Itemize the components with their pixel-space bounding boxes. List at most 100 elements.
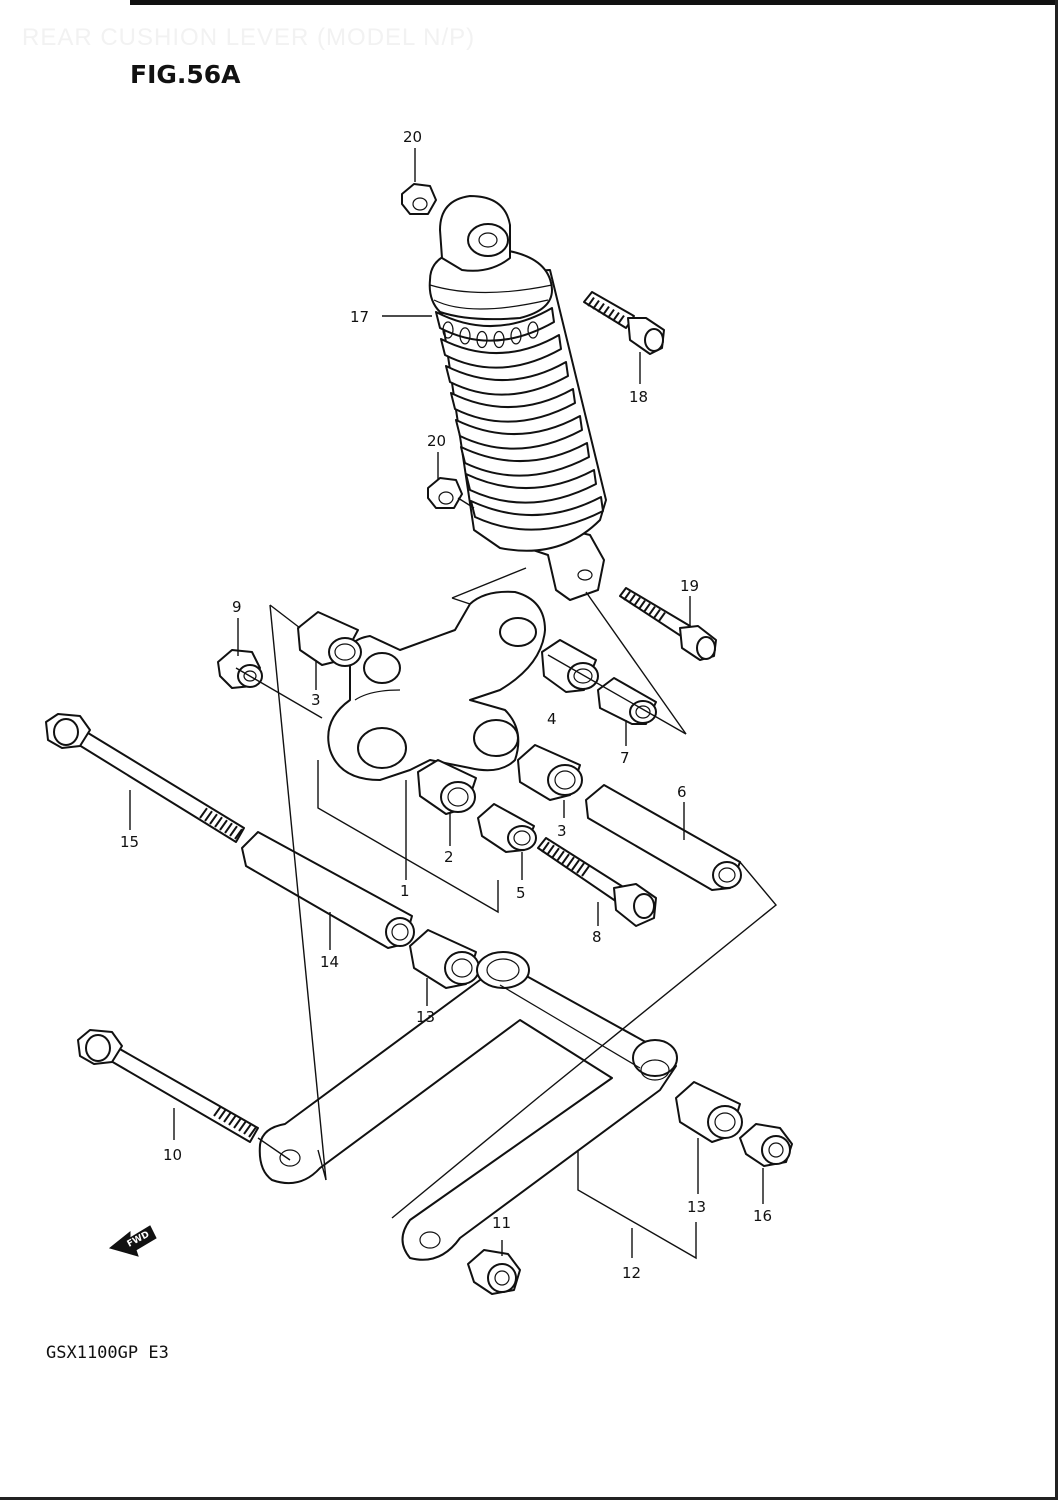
callout-3-right: 3 [557, 822, 567, 840]
callout-19: 19 [680, 577, 699, 595]
frame-bottom-border [0, 1497, 1058, 1500]
spacer-5 [477, 803, 537, 853]
cushion-rod-12 [258, 951, 678, 1261]
bolt-thread [243, 1123, 252, 1135]
frame-top-border [130, 0, 1058, 5]
needle-bearing-2 [417, 759, 477, 815]
bolt-thread [199, 807, 208, 819]
assembly-guide-lines [235, 497, 777, 1219]
bolt-thread [248, 1126, 257, 1138]
spring-coil [460, 442, 590, 477]
faded-section-title: REAR CUSHION LEVER (MODEL N/P) [22, 24, 476, 51]
nut-11 [467, 1249, 521, 1295]
bolt-thread [556, 850, 565, 862]
callout-12: 12 [622, 1264, 641, 1282]
spring-coil [440, 334, 562, 369]
callout-13-left: 13 [416, 1008, 435, 1026]
bolt-thread [633, 597, 641, 607]
bolt-thread [223, 1111, 232, 1123]
callout-4: 4 [547, 710, 557, 728]
spring-coil [465, 469, 597, 504]
bolt-thread [566, 856, 575, 868]
bolt-thread [643, 603, 651, 613]
bolt-thread [214, 816, 223, 828]
seat-hole [442, 321, 454, 339]
callout-15: 15 [120, 833, 139, 851]
callout-8: 8 [592, 928, 602, 946]
bolt-thread [218, 1108, 227, 1120]
needle-bearing-3-top [297, 611, 362, 667]
needle-bearing-13-left [409, 929, 480, 989]
callout-20-middle: 20 [427, 432, 446, 450]
bolt-thread [597, 303, 605, 313]
bolt-thread [653, 609, 661, 619]
bolt-thread [592, 300, 600, 310]
bolt-thread [229, 825, 238, 837]
callout-3-top: 3 [311, 691, 321, 709]
callout-11: 11 [492, 1214, 511, 1232]
bolt-thread [638, 600, 646, 610]
fwd-arrow-icon: FWD [108, 1225, 157, 1257]
callout-2: 2 [444, 848, 454, 866]
bolt-thread [213, 1105, 222, 1117]
nut-20-top [401, 183, 437, 215]
callout-leaders [129, 148, 764, 1256]
nut-9 [217, 649, 263, 689]
spring-coil [470, 496, 604, 531]
callout-6: 6 [677, 783, 687, 801]
bolt-thread [581, 865, 590, 877]
bolt-thread [209, 813, 218, 825]
needle-bearing-3-right [517, 744, 583, 801]
bolt-8 [537, 837, 657, 927]
bolt-10 [77, 1029, 259, 1143]
bolt-thread [602, 306, 610, 316]
callout-1: 1 [400, 882, 410, 900]
seat-hole [476, 330, 488, 349]
bolt-thread [576, 862, 585, 874]
bolt-19 [619, 587, 717, 661]
bolt-thread [628, 594, 636, 604]
bolt-thread [561, 853, 570, 865]
bolt-15 [45, 713, 245, 843]
callout-13-right: 13 [687, 1198, 706, 1216]
seat-hole [510, 327, 522, 345]
cushion-lever [327, 590, 546, 781]
seat-hole [493, 330, 505, 349]
bolt-thread [238, 1120, 247, 1132]
callout-18: 18 [629, 388, 648, 406]
bolt-thread [587, 297, 595, 307]
bolt-thread [541, 841, 550, 853]
bolt-18 [583, 291, 665, 355]
callout-14: 14 [320, 953, 339, 971]
nut-16 [739, 1123, 793, 1167]
callout-10: 10 [163, 1146, 182, 1164]
bolt-thread [224, 822, 233, 834]
pipe-spacer-14 [241, 831, 415, 949]
callout-16: 16 [753, 1207, 772, 1225]
spring-coil [445, 361, 569, 396]
callout-9: 9 [232, 598, 242, 616]
bolt-thread [219, 819, 228, 831]
model-code: GSX1100GP E3 [46, 1343, 169, 1363]
bolt-thread [204, 810, 213, 822]
callout-20-top: 20 [403, 128, 422, 146]
bolt-thread [648, 606, 656, 616]
bolt-thread [607, 309, 615, 319]
callout-7: 7 [620, 749, 630, 767]
figure-title: FIG.56A [130, 60, 241, 89]
seat-hole [459, 327, 471, 345]
bolt-thread [617, 315, 625, 325]
pipe-spacer-6 [585, 784, 742, 891]
bolt-thread [233, 1117, 242, 1129]
spring-coil [450, 388, 576, 423]
nut-20-middle [427, 477, 463, 509]
bolt-thread [551, 847, 560, 859]
rear-shock-absorber [428, 195, 607, 601]
frame-right-border [1055, 0, 1058, 1500]
group-brackets [317, 760, 697, 1260]
callout-5: 5 [516, 884, 526, 902]
callout-labels: 20 17 18 20 19 9 3 4 7 6 3 2 1 5 8 15 14… [120, 128, 772, 1282]
bolt-thread [658, 612, 666, 622]
